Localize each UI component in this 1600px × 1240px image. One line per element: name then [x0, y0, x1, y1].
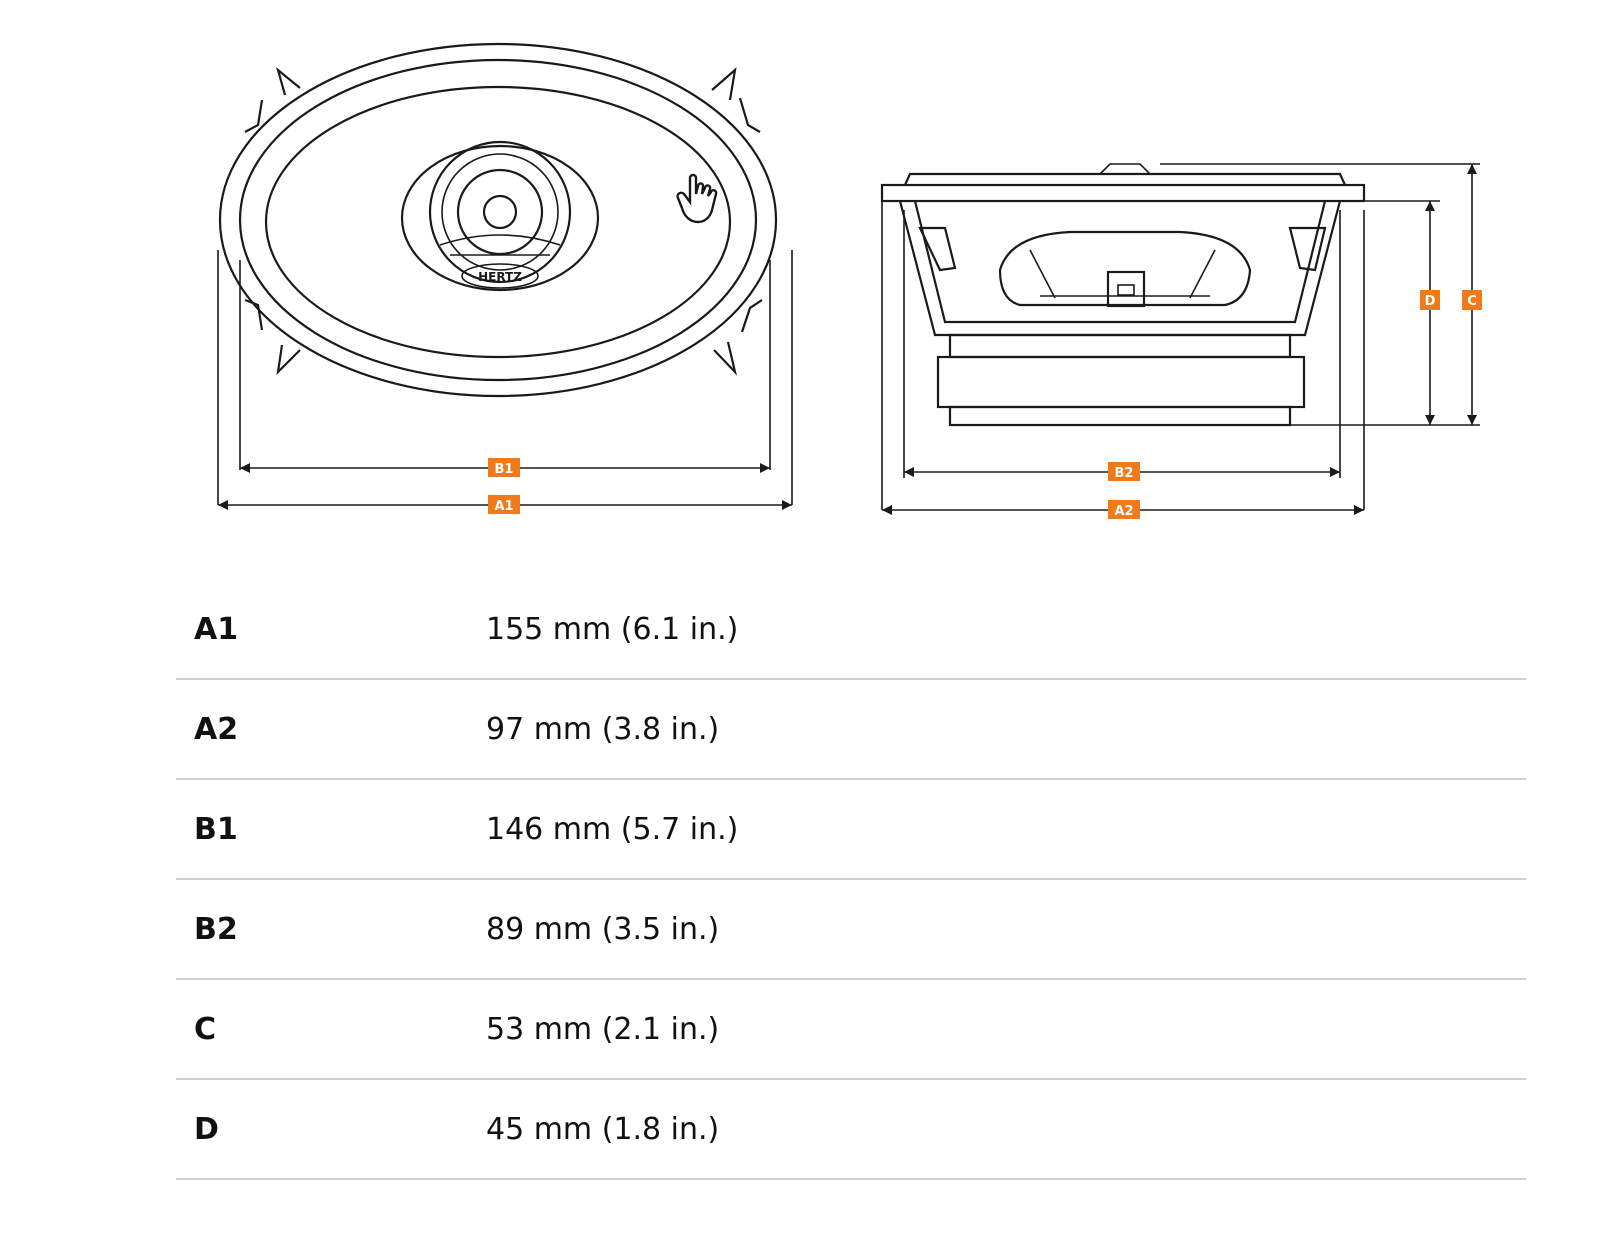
spec-key: A1	[194, 611, 239, 647]
brand-logo: HERTZ	[478, 270, 522, 284]
spec-value: 155 mm (6.1 in.)	[486, 611, 739, 647]
speaker-dimension-drawing: HERTZ B1 A1	[217, 42, 1482, 519]
dim-label-a2: A2	[1114, 504, 1133, 519]
spec-value: 53 mm (2.1 in.)	[486, 1011, 720, 1047]
table-row: A2 97 mm (3.8 in.)	[176, 680, 1526, 780]
spec-key: B1	[194, 811, 238, 847]
spec-value: 89 mm (3.5 in.)	[486, 911, 720, 947]
spec-key: D	[194, 1111, 219, 1147]
table-row: D 45 mm (1.8 in.)	[176, 1080, 1526, 1180]
dim-label-b1: B1	[495, 462, 514, 477]
dimensions-table: A1 155 mm (6.1 in.) A2 97 mm (3.8 in.) B…	[176, 580, 1526, 1180]
dim-label-c: C	[1467, 294, 1477, 309]
table-row: A1 155 mm (6.1 in.)	[176, 580, 1526, 680]
dim-label-a1: A1	[494, 499, 513, 514]
speaker-side-view: D C B2 A2	[880, 163, 1482, 519]
dim-label-d: D	[1425, 294, 1436, 309]
dim-label-b2: B2	[1115, 466, 1134, 481]
spec-key: B2	[194, 911, 238, 947]
spec-key: A2	[194, 711, 239, 747]
spec-value: 45 mm (1.8 in.)	[486, 1111, 720, 1147]
spec-key: C	[194, 1011, 217, 1047]
table-row: C 53 mm (2.1 in.)	[176, 980, 1526, 1080]
table-row: B2 89 mm (3.5 in.)	[176, 880, 1526, 980]
spec-value: 146 mm (5.7 in.)	[486, 811, 739, 847]
hand-cursor-icon	[676, 173, 718, 224]
speaker-front-view: HERTZ B1 A1	[217, 42, 793, 514]
table-row: B1 146 mm (5.7 in.)	[176, 780, 1526, 880]
spec-value: 97 mm (3.8 in.)	[486, 711, 720, 747]
